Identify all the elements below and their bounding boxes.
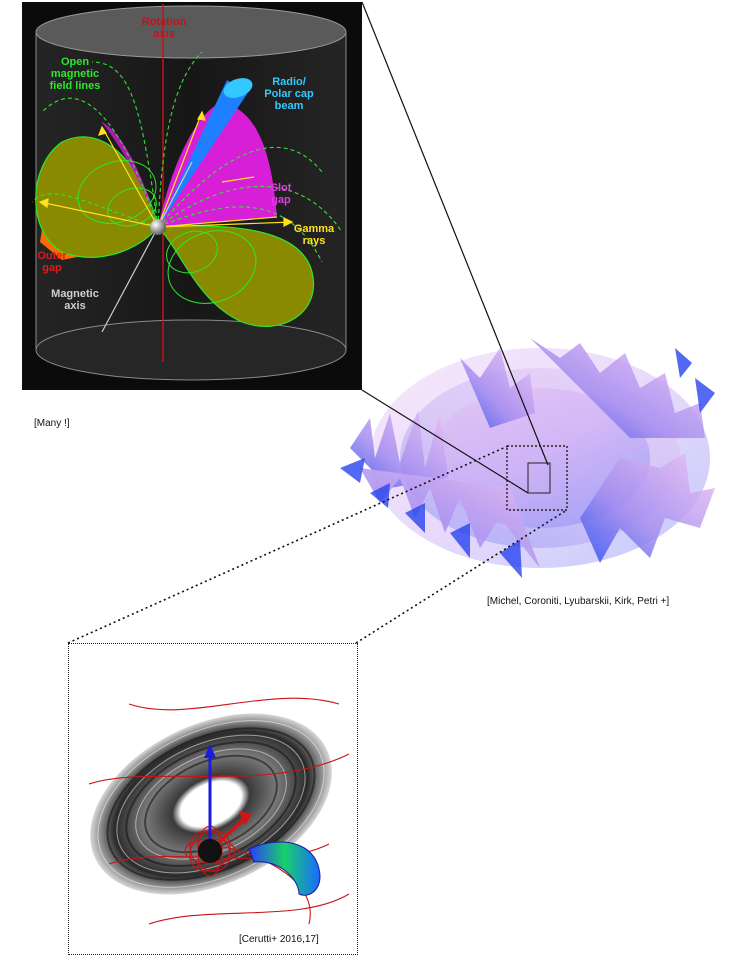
current-sheet-disk (90, 713, 332, 895)
pulsar-magnetosphere-diagram: Rotation axis Open magnetic field lines … (22, 2, 362, 390)
label-gamma-rays: Gamma rays (293, 223, 335, 247)
zoom-box-inner (527, 462, 551, 494)
citation-middle: [Michel, Coroniti, Lyubarskii, Kirk, Pet… (487, 596, 670, 607)
neutron-star (150, 219, 166, 235)
polar-cap-beam (158, 80, 247, 227)
citation-top: [Many !] (34, 418, 70, 429)
striped-wind-sheets (340, 338, 715, 578)
magnetosphere-illustration (31, 4, 347, 381)
label-outer-gap: Outer gap (37, 250, 67, 274)
citation-bottom: [Cerutti+ 2016,17] (239, 934, 319, 945)
magnetic-axis-line (101, 226, 159, 333)
pic-simulation-image (88, 697, 350, 925)
label-radio-beam: Radio/ Polar cap beam (264, 76, 314, 112)
pic-simulation-panel: [Cerutti+ 2016,17] (68, 643, 358, 955)
zoom-box-dotted (506, 445, 568, 511)
neutron-star-sim (198, 839, 222, 863)
left-closed-field-lobe (35, 136, 159, 258)
striped-wind-visualization (330, 318, 720, 598)
label-rotation-axis: Rotation axis (141, 16, 187, 40)
gamma-ray-arrows (38, 110, 294, 228)
open-field-lines (31, 51, 343, 263)
label-slot-gap: Slot gap (270, 182, 292, 206)
right-closed-field-lobe (156, 225, 315, 327)
label-open-field-lines: Open magnetic field lines (49, 56, 101, 92)
beam-cap-ellipse (223, 78, 253, 98)
hot-plasma-region (248, 841, 321, 896)
label-magnetic-axis: Magnetic axis (51, 288, 99, 312)
